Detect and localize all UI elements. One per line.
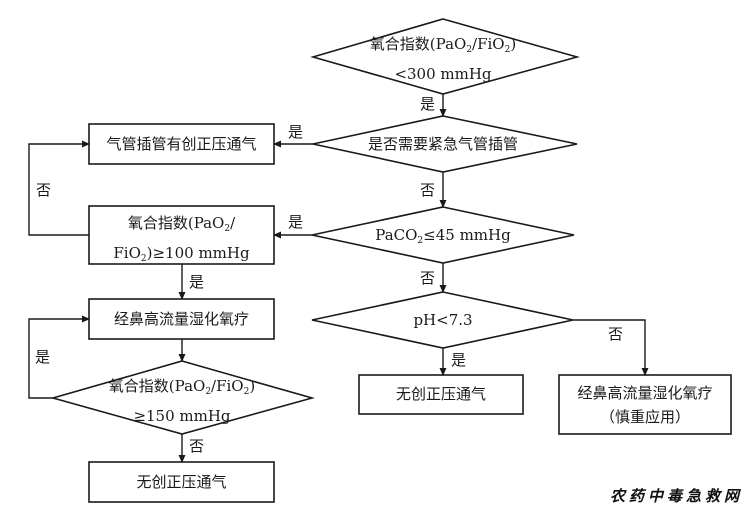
text: 气管插管有创正压通气	[106, 135, 257, 153]
text: （慎重应用）	[599, 408, 690, 426]
subscript: 2	[243, 387, 250, 397]
box-niv-middle-text: 无创正压通气	[359, 382, 523, 406]
text: FiO	[113, 244, 141, 262]
edge-label-yes-d2-intubation: 是	[288, 123, 304, 141]
box-niv-middle	[358, 374, 524, 415]
arrow-oi150-to-hfnc	[28, 315, 90, 399]
text: ≤45 mmHg	[423, 226, 511, 244]
subscript: 2	[205, 387, 212, 397]
edge-label-yes-oi100-hfnc: 是	[189, 273, 205, 291]
text: /FiO	[472, 35, 505, 53]
text: 氧合指数(PaO	[127, 214, 225, 232]
edge-label-yes-oi150-hfnc: 是	[35, 348, 51, 366]
box-hfnc-text: 经鼻高流量湿化氧疗	[89, 307, 274, 331]
text: PaCO	[375, 226, 418, 244]
box-oxygenation-index-100-text: 氧合指数(PaO2/ FiO2)≥100 mmHg	[89, 211, 274, 271]
box-niv-left-text: 无创正压通气	[89, 470, 274, 494]
subscript: 2	[417, 236, 424, 246]
subscript: 2	[504, 45, 511, 55]
box-invasive-ventilation-text: 气管插管有创正压通气	[89, 132, 274, 156]
edge-label-no-d4-hfnc-caution: 否	[608, 325, 624, 343]
edge-label-no-oi150-niv: 否	[189, 437, 205, 455]
decision-oxygenation-index-300-text: 氧合指数(PaO2/FiO2) <300 mmHg	[343, 32, 543, 86]
subscript: 2	[466, 45, 473, 55]
edge-label-yes-d1-d2: 是	[420, 95, 436, 113]
text: 是否需要紧急气管插管	[367, 135, 518, 153]
arrow-oi100-to-intubation	[28, 140, 90, 236]
decision-paco2-text: PaCO2≤45 mmHg	[343, 223, 543, 253]
decision-ph-text: pH<7.3	[343, 308, 543, 332]
box-hfnc-caution-text: 经鼻高流量湿化氧疗 （慎重应用）	[559, 381, 731, 429]
arrow-d4-to-hfnc-caution	[573, 319, 649, 376]
edge-label-yes-d3-oi100: 是	[288, 213, 304, 231]
text: 经鼻高流量湿化氧疗	[577, 384, 713, 402]
subscript: 2	[140, 254, 147, 264]
watermark: 农药中毒急救网	[609, 487, 743, 505]
text: )	[249, 377, 256, 395]
text: 氧合指数(PaO	[108, 377, 206, 395]
edge-label-no-d3-d4: 否	[420, 269, 436, 287]
text: 经鼻高流量湿化氧疗	[113, 310, 249, 328]
box-hfnc-caution	[558, 374, 732, 435]
text: ≥150 mmHg	[133, 407, 231, 425]
subscript: 2	[224, 224, 231, 234]
box-niv-left	[88, 461, 275, 503]
text: 氧合指数(PaO	[369, 35, 467, 53]
text: pH<7.3	[413, 311, 473, 329]
text: 无创正压通气	[395, 385, 486, 403]
text: )≥100 mmHg	[146, 244, 250, 262]
box-invasive-ventilation	[88, 123, 275, 165]
text: )	[510, 35, 517, 53]
decision-oxygenation-index-150-text: 氧合指数(PaO2/FiO2) ≥150 mmHg	[82, 374, 282, 428]
edge-label-yes-d4-niv: 是	[451, 351, 467, 369]
text: /FiO	[211, 377, 244, 395]
edge-label-no-oi100-intubation: 否	[36, 181, 52, 199]
text: 无创正压通气	[136, 473, 227, 491]
edge-label-no-d2-d3: 否	[420, 181, 436, 199]
decision-emergency-intubation-text: 是否需要紧急气管插管	[343, 132, 543, 156]
text: /	[230, 214, 236, 232]
text: <300 mmHg	[394, 65, 492, 83]
